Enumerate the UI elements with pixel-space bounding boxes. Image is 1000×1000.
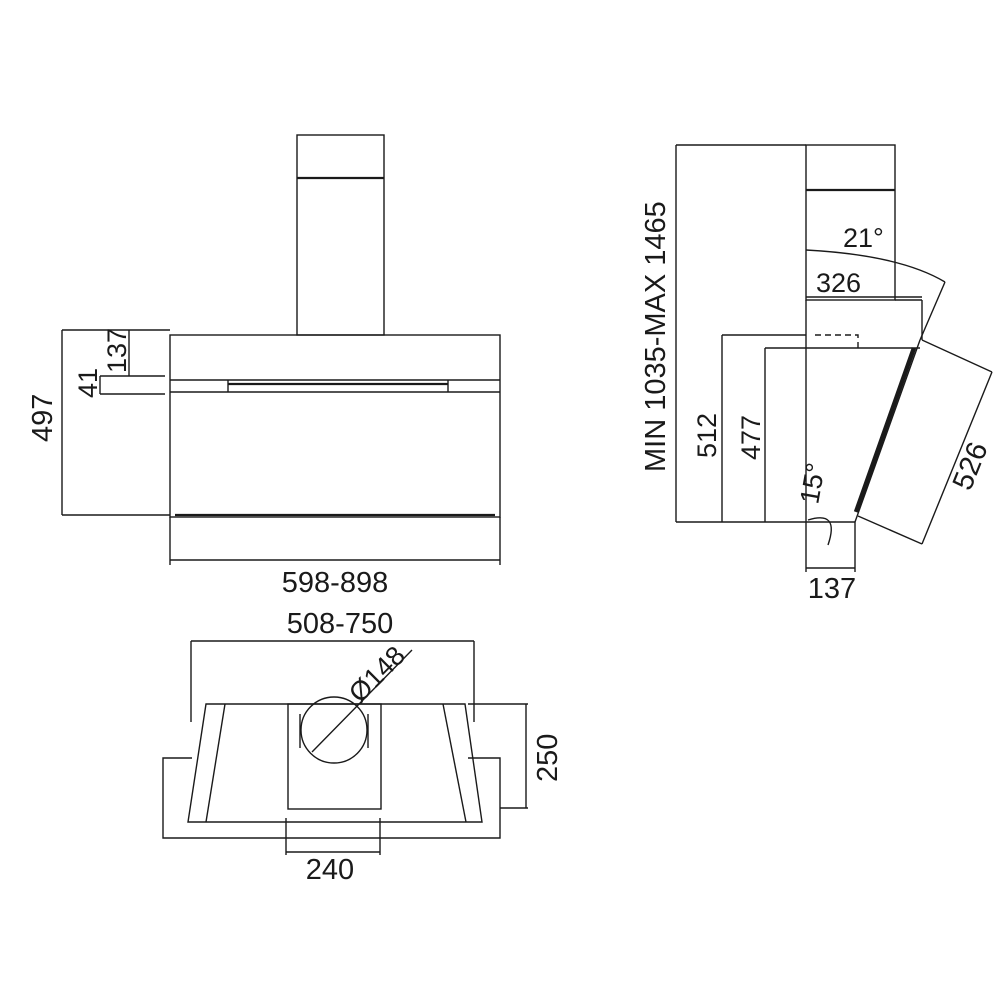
chimney-footprint [287, 703, 382, 810]
chimney-side [805, 144, 896, 301]
duct-circle [300, 696, 368, 764]
glass-panel [853, 347, 917, 513]
angle-15-arc [807, 517, 832, 546]
angle-21-leg [919, 281, 946, 341]
dim-526-label: 526 [947, 438, 995, 495]
dim-250-label: 250 [532, 734, 564, 782]
angle-21-arc [805, 249, 946, 283]
side-view: 21° 326 MIN 1035-MAX 1465 512 477 15° 13… [640, 144, 995, 605]
back-plate-outline [162, 757, 501, 839]
glass-inner [854, 339, 921, 523]
dim-497-label: 497 [27, 394, 59, 442]
dim-512-label: 512 [692, 413, 722, 458]
chimney-front [296, 134, 385, 336]
dim-width-label: 598-898 [282, 567, 388, 599]
hood-right-bevel [442, 703, 467, 823]
dim-240-label: 240 [306, 854, 354, 886]
hood-left-bevel [205, 703, 226, 823]
dim-41-label: 41 [73, 368, 103, 398]
dim-477-label: 477 [736, 415, 766, 460]
angle-21-label: 21° [843, 223, 884, 253]
ext-line-526-top [921, 339, 993, 373]
diameter-leader [311, 649, 413, 753]
angle-15-label: 15° [794, 461, 831, 506]
ext-line-526-bottom [857, 515, 923, 545]
diameter-label: Ø148 [343, 640, 411, 708]
top-view: Ø148 508-750 250 240 [162, 608, 564, 886]
front-view: 497 137 41 598-898 [27, 134, 501, 599]
dim-line-526 [921, 371, 993, 545]
dim-top-width-label: 508-750 [287, 608, 393, 640]
dim-326-label: 326 [816, 268, 861, 298]
dashed-motor-outline [815, 334, 859, 348]
dim-chimney-label: MIN 1035-MAX 1465 [640, 201, 672, 472]
hood-body-front [169, 334, 501, 518]
dim-137-label: 137 [102, 328, 132, 373]
dim-137-side-label: 137 [808, 573, 856, 605]
